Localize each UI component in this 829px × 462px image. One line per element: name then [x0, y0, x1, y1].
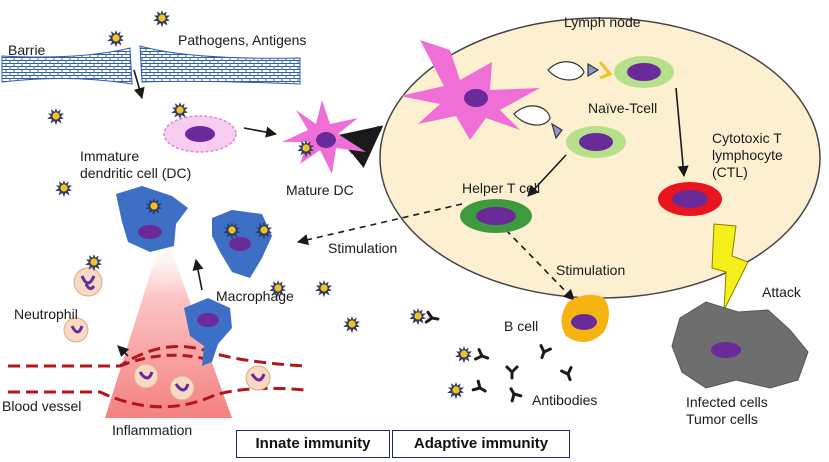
antigen-presentation-top [547, 61, 613, 81]
blood-vessel-label: Blood vessel [2, 398, 82, 414]
barrier [1, 45, 301, 85]
attack-label: Attack [762, 284, 801, 300]
stimulation-label-2: Stimulation [556, 262, 626, 278]
neutrophil-label: Neutrophil [14, 306, 78, 322]
adaptive-immunity-legend: Adaptive immunity [392, 430, 570, 458]
arrow-dc-to-mature [243, 126, 278, 138]
ctl-label-3: (CTL) [712, 164, 748, 180]
stimulation-label-1: Stimulation [328, 240, 398, 256]
b-cell-label: B cell [504, 318, 539, 334]
naive-tcell-top [614, 56, 674, 88]
macrophage-top [116, 186, 188, 252]
neutrophils [63, 267, 271, 401]
naive-tcell-lower [566, 126, 626, 158]
arrow-naive-to-ctl [675, 87, 689, 178]
infected-cells-label-2: Tumor cells [686, 411, 758, 427]
antibodies-label: Antibodies [532, 392, 598, 408]
lymph-node-label: Lymph node [564, 14, 641, 30]
macrophage-label: Macrophage [216, 288, 294, 304]
arrow-helper-to-bcell [505, 229, 575, 301]
attack-lightning [711, 223, 749, 311]
arrow-to-neutrophil [117, 345, 130, 358]
b-cell [561, 294, 609, 343]
helper-tcell-label: Helper T cell [462, 180, 541, 196]
arrow-naive-to-helper [527, 154, 567, 197]
lymph-dc [400, 40, 540, 140]
barrier-label: Barrie [8, 42, 46, 58]
macrophage-lower [184, 298, 232, 366]
antigen-presentation-lower [513, 105, 563, 140]
infected-cells [671, 301, 809, 389]
pathogens-label: Pathogens, Antigens [178, 32, 307, 48]
immature-dc-label-2: dendritic cell (DC) [80, 165, 192, 181]
mature-dc [282, 100, 366, 174]
mature-dc-label: Mature DC [286, 182, 354, 198]
inflammation-label: Inflammation [112, 422, 193, 438]
immature-dc [163, 115, 237, 153]
macrophage-right [212, 210, 272, 278]
ctl-cell [658, 182, 722, 216]
arrow-barrier-to-dc [133, 69, 145, 100]
ctl-label-1: Cytotoxic T [712, 130, 782, 146]
naive-tcell-label: Naïve-Tcell [588, 100, 658, 116]
innate-immunity-legend: Innate immunity [236, 430, 390, 458]
immature-dc-label-1: Immature [80, 148, 140, 164]
ctl-label-2: lymphocyte [712, 147, 783, 163]
arrow-up-to-macrophage [192, 258, 204, 291]
infected-cells-label-1: Infected cells [686, 394, 768, 410]
helper-tcell [460, 199, 532, 233]
